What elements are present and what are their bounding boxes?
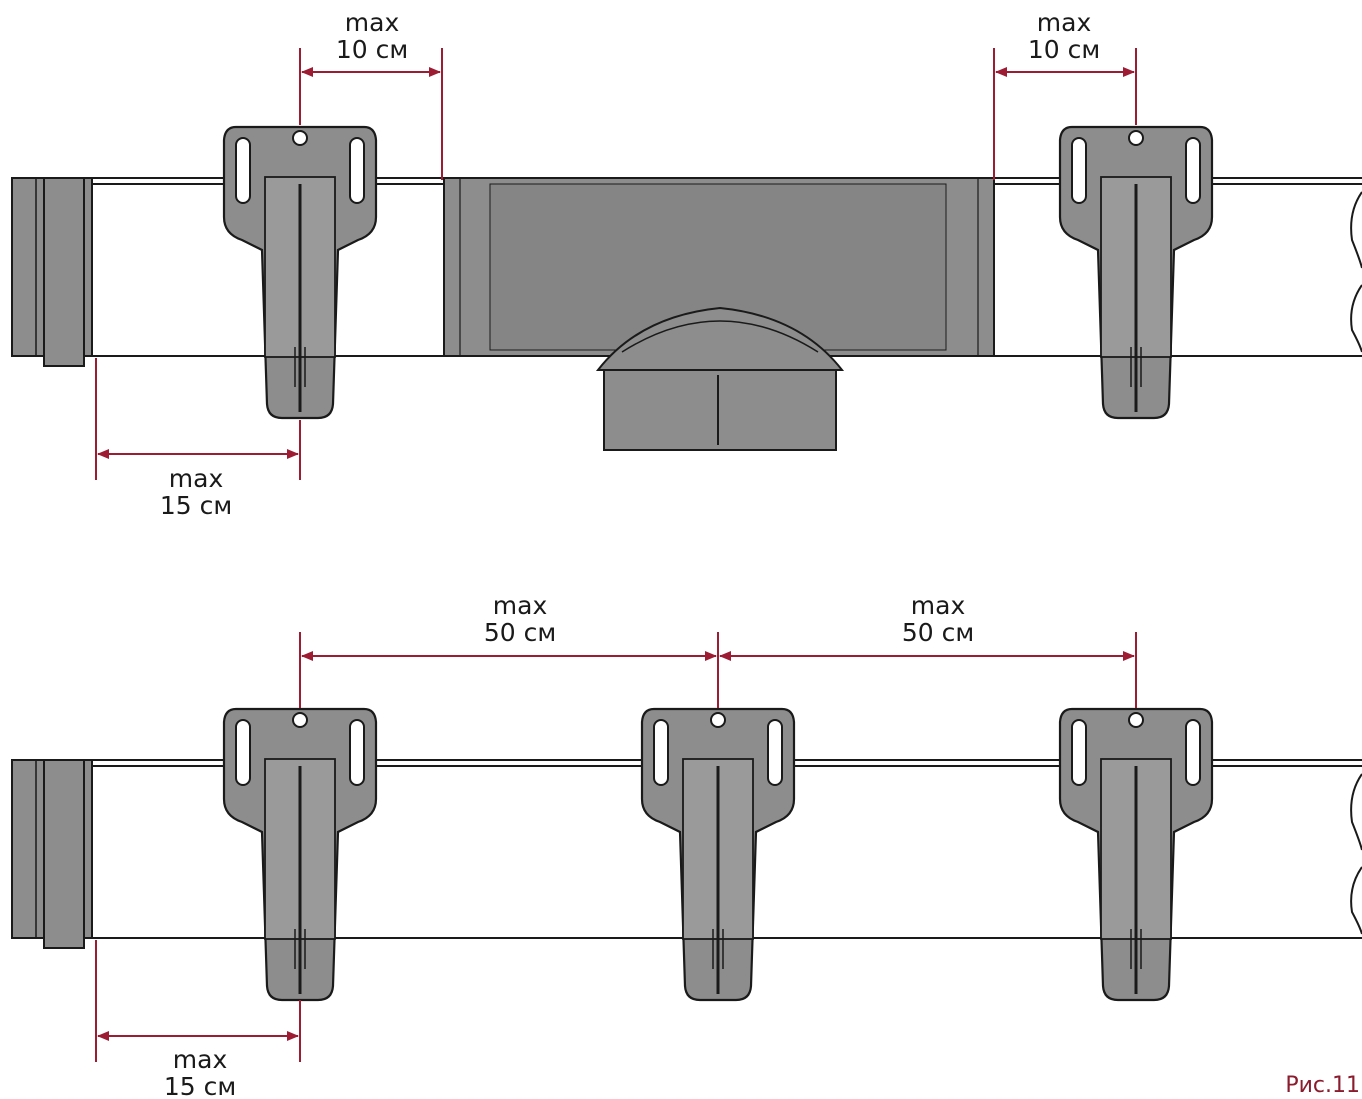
dim-label-line1: max xyxy=(169,464,223,493)
figure-label: Рис.11 xyxy=(1285,1073,1360,1098)
dim-label-line1: max xyxy=(911,591,965,620)
dim-label-line2: 50 см xyxy=(902,618,974,647)
bottom-assembly: max 50 см max 50 см max 15 см xyxy=(11,591,1362,1099)
dim-label-line2: 15 см xyxy=(164,1072,236,1099)
break-line-bottom xyxy=(1350,773,1362,935)
top-assembly: max 10 см max 10 см max 15 см xyxy=(11,8,1362,520)
bracket-clip-bottom-1 xyxy=(222,707,378,1002)
end-cap-bottom xyxy=(11,759,93,949)
dim-label-line2: 10 см xyxy=(1028,35,1100,64)
dim-top-left: max 10 см xyxy=(299,8,443,180)
dim-label-line2: 15 см xyxy=(160,491,232,520)
dim-label-line2: 10 см xyxy=(336,35,408,64)
dim-top-right: max 10 см xyxy=(993,8,1137,180)
bracket-clip-bottom-3 xyxy=(1058,707,1214,1002)
bracket-clip-top-right xyxy=(1058,125,1214,420)
center-connector xyxy=(443,177,995,451)
bracket-clip-top-left xyxy=(222,125,378,420)
end-cap-top xyxy=(11,177,93,367)
dim-top-bottom: max 15 см xyxy=(95,358,301,520)
dim-label-line1: max xyxy=(1037,8,1091,37)
dim-label-line1: max xyxy=(173,1045,227,1074)
dim-label-line2: 50 см xyxy=(484,618,556,647)
dim-bottom-bottom: max 15 см xyxy=(95,940,301,1099)
dim-label-line1: max xyxy=(493,591,547,620)
break-line-top xyxy=(1350,191,1362,353)
bracket-clip-bottom-2 xyxy=(640,707,796,1002)
dim-bottom-span-2: max 50 см xyxy=(719,591,1137,708)
dim-bottom-span-1: max 50 см xyxy=(299,591,719,708)
dim-label-line1: max xyxy=(345,8,399,37)
